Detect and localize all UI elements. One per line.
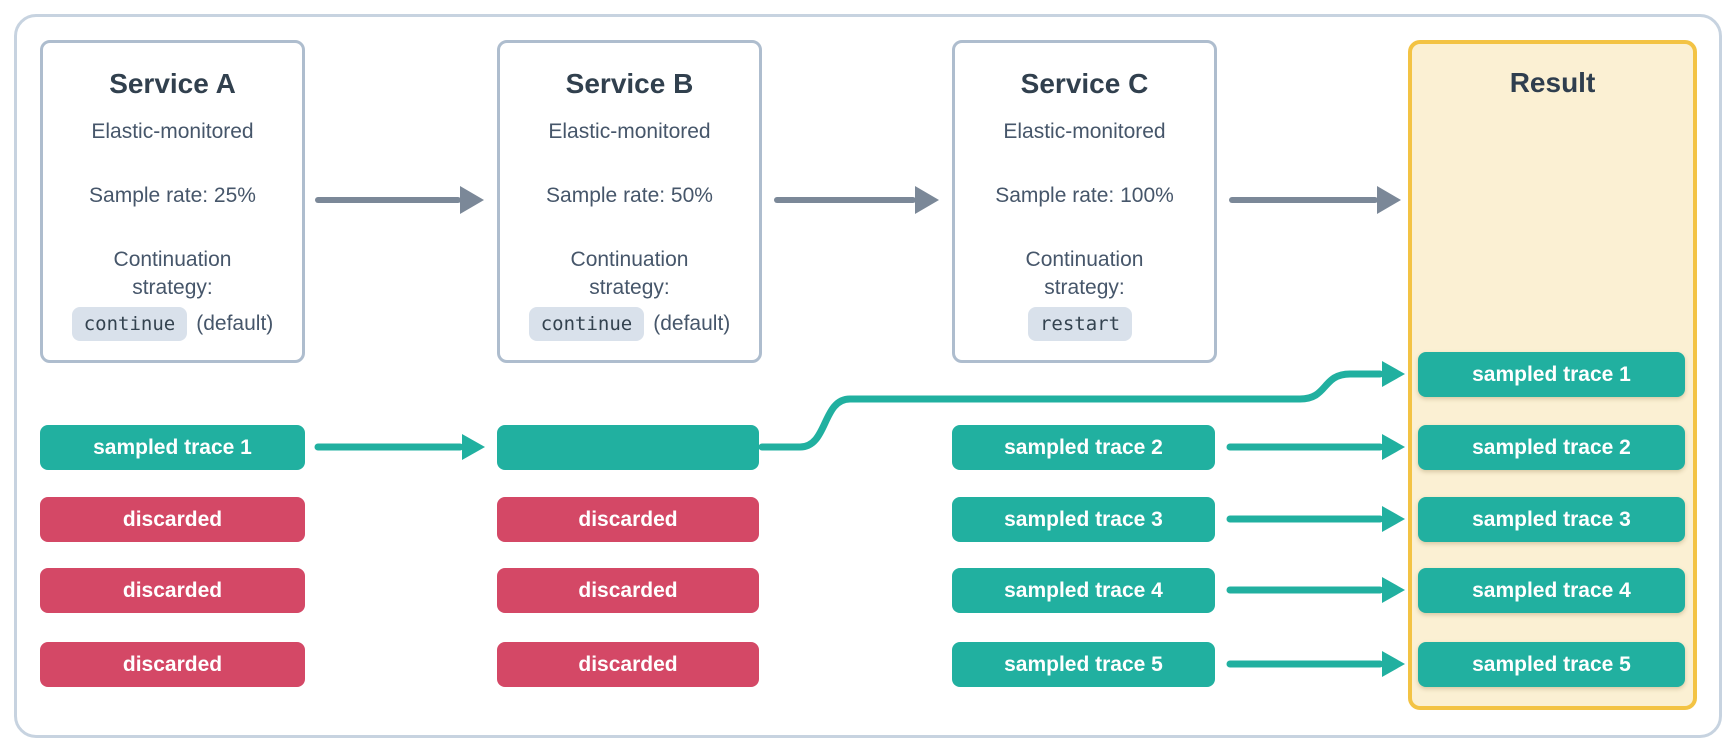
service-a-subtitle: Elastic-monitored <box>91 120 254 143</box>
trace-chip-c-sampled-5: sampled trace 5 <box>952 642 1215 687</box>
service-b-strategy-row: continue (default) <box>500 307 759 341</box>
service-b-continuation-label: Continuation <box>570 248 689 271</box>
service-a-strategy-row: continue (default) <box>43 307 302 341</box>
diagram-outer-frame <box>14 14 1722 738</box>
service-a-strategy-code: continue <box>71 307 188 341</box>
trace-chip-b-discarded-3: discarded <box>497 642 759 687</box>
result-chip-sampled-1: sampled trace 1 <box>1418 352 1685 397</box>
service-a-strategy-label: strategy: <box>132 276 213 299</box>
service-c-title: Service C <box>1020 68 1149 99</box>
result-chip-sampled-5: sampled trace 5 <box>1418 642 1685 687</box>
service-c-subtitle: Elastic-monitored <box>1003 120 1166 143</box>
result-title: Result <box>1509 67 1596 98</box>
result-chip-sampled-4: sampled trace 4 <box>1418 568 1685 613</box>
service-a-continuation-label: Continuation <box>113 248 232 271</box>
trace-chip-a-sampled-1: sampled trace 1 <box>40 425 305 470</box>
service-a-box: Service A Elastic-monitored Sample rate:… <box>40 40 305 363</box>
trace-chip-a-discarded-3: discarded <box>40 642 305 687</box>
trace-chip-c-sampled-3: sampled trace 3 <box>952 497 1215 542</box>
result-chip-sampled-3: sampled trace 3 <box>1418 497 1685 542</box>
trace-chip-a-discarded-1: discarded <box>40 497 305 542</box>
service-a-sample-rate: Sample rate: 25% <box>89 184 256 207</box>
trace-chip-b-discarded-2: discarded <box>497 568 759 613</box>
trace-chip-a-discarded-2: discarded <box>40 568 305 613</box>
service-b-title: Service B <box>565 68 694 99</box>
trace-chip-b-discarded-1: discarded <box>497 497 759 542</box>
trace-chip-c-sampled-2: sampled trace 2 <box>952 425 1215 470</box>
service-c-sample-rate: Sample rate: 100% <box>995 184 1174 207</box>
service-b-sample-rate: Sample rate: 50% <box>546 184 713 207</box>
service-a-title: Service A <box>109 68 236 99</box>
trace-chip-b-sampled-unlabeled <box>497 425 759 470</box>
service-a-strategy-suffix: (default) <box>196 312 274 335</box>
trace-chip-c-sampled-4: sampled trace 4 <box>952 568 1215 613</box>
service-b-strategy-label: strategy: <box>589 276 670 299</box>
service-b-subtitle: Elastic-monitored <box>548 120 711 143</box>
service-b-strategy-code: continue <box>528 307 645 341</box>
service-c-box: Service C Elastic-monitored Sample rate:… <box>952 40 1217 363</box>
service-b-box: Service B Elastic-monitored Sample rate:… <box>497 40 762 363</box>
service-b-strategy-suffix: (default) <box>653 312 731 335</box>
service-c-strategy-label: strategy: <box>1044 276 1125 299</box>
result-chip-sampled-2: sampled trace 2 <box>1418 425 1685 470</box>
service-c-strategy-code: restart <box>1027 307 1133 341</box>
service-c-strategy-row: restart <box>955 307 1214 341</box>
service-c-continuation-label: Continuation <box>1025 248 1144 271</box>
